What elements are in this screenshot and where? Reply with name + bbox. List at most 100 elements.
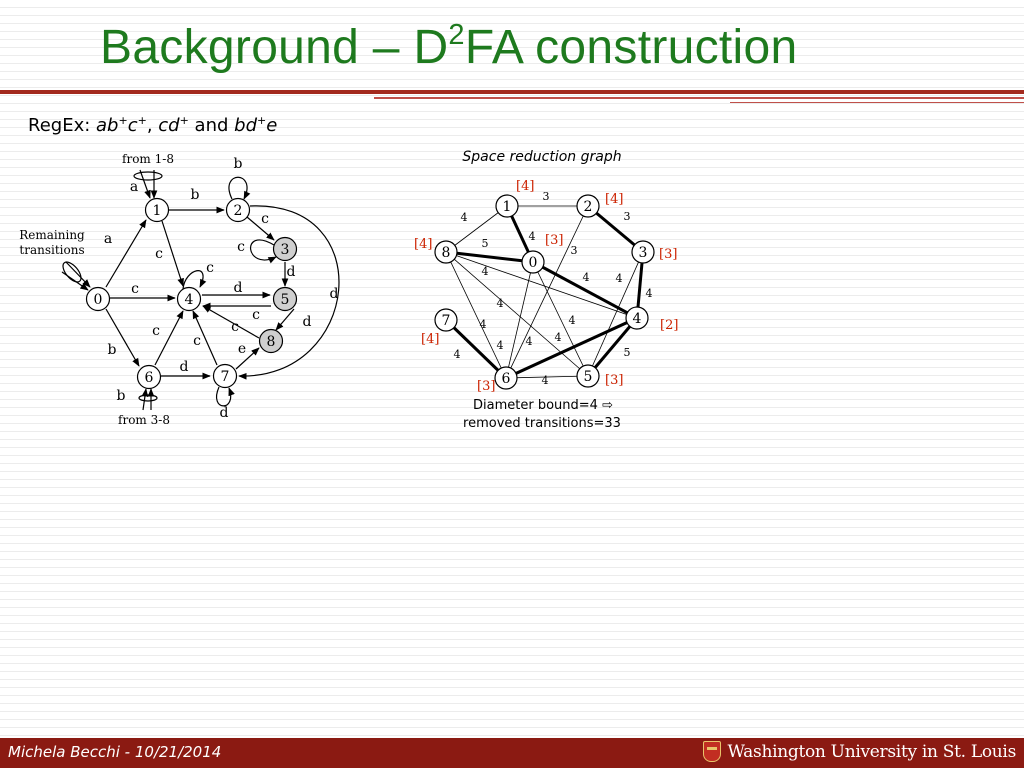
slide-title: Background – D2FA construction (100, 19, 798, 74)
srg-node-label: 7 (442, 313, 451, 329)
srg-weight: 4 (616, 272, 623, 285)
dfa-edge-label: a (130, 179, 138, 195)
regex-line: RegEx: ab+c+, cd+ and bd+e (28, 114, 278, 136)
srg-node-label: 3 (639, 245, 648, 261)
dfa-annotation: Remaining (19, 228, 85, 242)
srg-edge-thick (532, 260, 638, 320)
dfa-state-1 (144, 197, 170, 223)
dfa-edge-label: b (191, 187, 200, 203)
srg-node-7 (434, 308, 458, 332)
title-rule-thin (374, 97, 1024, 99)
title-rule-thin (730, 102, 1024, 103)
dfa-edge (246, 216, 275, 241)
dfa-edge (105, 219, 147, 288)
srg-weight: 4 (529, 230, 536, 243)
srg-weight: 5 (482, 237, 489, 250)
srg-weight: 4 (646, 287, 653, 300)
srg-node-label: [3] (659, 247, 677, 262)
dfa-edge-label: c (155, 246, 163, 262)
university-name: Washington University in St. Louis (727, 741, 1016, 762)
dfa-edge (141, 388, 149, 411)
dfa-edge (275, 308, 295, 331)
srg-edge (445, 205, 508, 253)
dfa-edge-label: c (237, 239, 245, 255)
dfa-edge-label: e (238, 341, 246, 357)
dfa-state-6 (136, 364, 162, 390)
srg-edge-thick (445, 250, 534, 264)
srg-node-label: 0 (529, 255, 538, 271)
srg-node-label: [2] (660, 318, 678, 333)
srg-node-8 (434, 240, 458, 264)
srg-node-label: [3] (545, 233, 563, 248)
dfa-edge (65, 261, 91, 288)
srg-node-label: 2 (584, 199, 593, 215)
dfa-edge-label: d (180, 359, 189, 375)
dfa-edge (192, 310, 218, 366)
srg-weight: 3 (571, 244, 578, 257)
srg-weight: 3 (624, 210, 631, 223)
dfa-state-label: 6 (145, 370, 154, 386)
srg-caption: Diameter bound=4 ⇨ (473, 398, 613, 413)
dfa-edge-label: a (104, 231, 112, 247)
dfa-edge-label: d (287, 264, 296, 280)
dfa-annotation: from 3-8 (118, 413, 170, 427)
srg-title: Space reduction graph (462, 149, 621, 165)
dfa-state-label: 7 (221, 369, 230, 385)
dfa-state-4 (176, 286, 202, 312)
dfa-edge-label: d (303, 314, 312, 330)
srg-node-label: [4] (516, 179, 534, 194)
srg-edge (505, 205, 589, 379)
title-rule (0, 90, 1024, 94)
srg-node-2 (576, 194, 600, 218)
dfa-edge (105, 308, 140, 367)
srg-edge-thick (505, 316, 638, 380)
srg-node-5 (576, 364, 600, 388)
srg-node-label: 8 (442, 245, 451, 261)
dfa-edge-label: b (108, 342, 117, 358)
dfa-state-7 (212, 363, 238, 389)
srg-node-label: [4] (421, 332, 439, 347)
crest-shield-icon (703, 741, 722, 762)
srg-weight: 4 (569, 314, 576, 327)
dfa-annotation: transitions (19, 243, 84, 257)
srg-caption: removed transitions=33 (463, 416, 621, 431)
srg-node-label: [3] (605, 373, 623, 388)
dfa-annotation: from 1-8 (122, 152, 174, 166)
srg-node-label: 1 (503, 199, 512, 215)
dfa-edge (238, 205, 340, 380)
srg-weight: 5 (624, 346, 631, 359)
dfa-edge-label: d (234, 280, 243, 296)
dfa-state-label: 8 (267, 334, 276, 350)
srg-weight: 4 (497, 297, 504, 310)
srg-edge-thick (586, 317, 639, 377)
srg-edge (445, 251, 589, 377)
dfa-loop (228, 176, 251, 200)
dfa-edge-label: b (117, 388, 126, 404)
srg-weight: 4 (482, 265, 489, 278)
dfa-edge-label: d (330, 286, 339, 302)
footer-bar: Michela Becchi - 10/21/2014 Washington U… (0, 738, 1024, 768)
dfa-annotation-ellipse (138, 394, 158, 402)
footer-author-date: Michela Becchi - 10/21/2014 (8, 743, 222, 761)
dfa-edge-label: c (152, 323, 160, 339)
university-logo: Washington University in St. Louis (703, 741, 1016, 762)
dfa-edge-label: c (252, 307, 260, 323)
dfa-state-label: 3 (281, 242, 290, 258)
srg-edge (532, 261, 589, 377)
srg-node-4 (625, 306, 649, 330)
dfa-annotation-ellipse (62, 261, 82, 283)
dfa-state-label: 2 (234, 203, 243, 219)
dfa-state-3 (272, 236, 298, 262)
srg-weight: 4 (526, 335, 533, 348)
dfa-edge-label: b (234, 156, 243, 172)
srg-weight: 4 (555, 331, 562, 344)
dfa-state-5 (272, 286, 298, 312)
srg-weight: 4 (480, 318, 487, 331)
srg-node-6 (494, 366, 518, 390)
srg-edge (587, 251, 644, 377)
dfa-edge (202, 305, 260, 339)
dfa-edge-label: c (206, 260, 214, 276)
srg-edge (445, 251, 507, 379)
dfa-loop (216, 386, 235, 407)
